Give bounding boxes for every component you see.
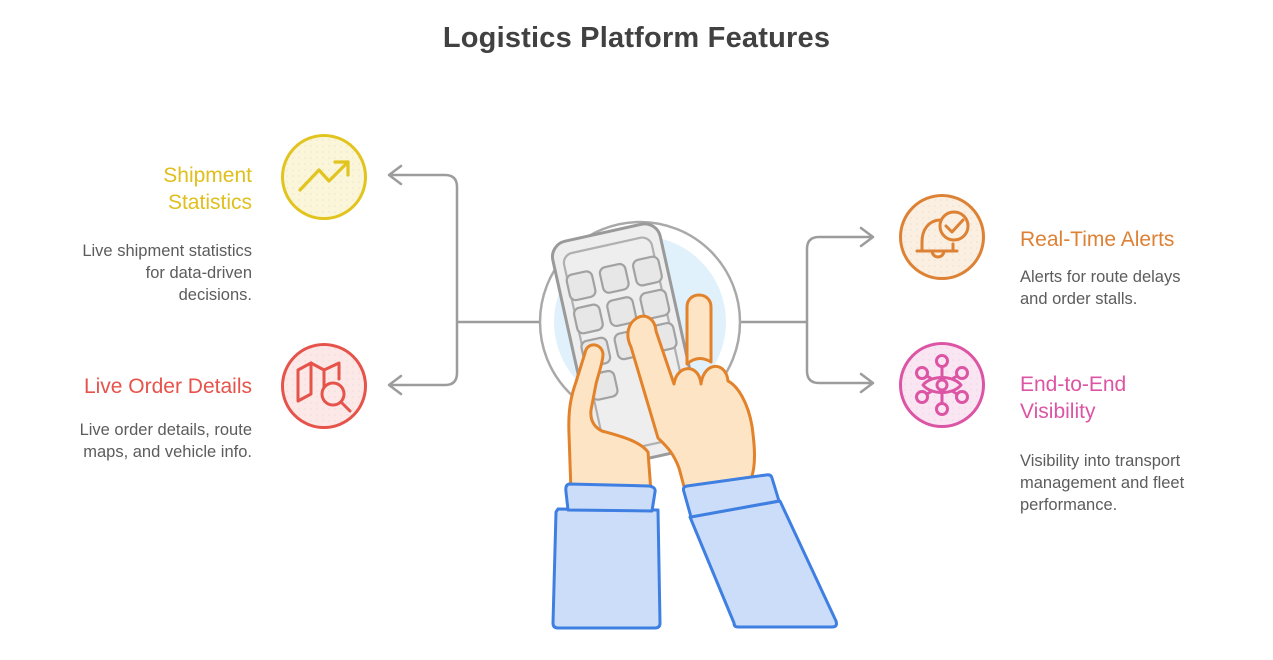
page-title: Logistics Platform Features: [442, 22, 831, 54]
end-to-end-visibility-description: Visibility into transport management and…: [1020, 452, 1185, 514]
live-order-details-description: Live order details, route maps, and vehi…: [79, 421, 252, 461]
right-sleeve: [681, 473, 838, 629]
right-thumb: [685, 293, 713, 366]
hands-tapping-phone-illustration: [538, 220, 838, 630]
left-sleeve-body: [551, 507, 662, 630]
phone: [550, 222, 706, 468]
arrowhead-left-top: [387, 164, 403, 186]
right-sleeve-body: [688, 499, 838, 629]
right-palm: [626, 314, 756, 496]
left-hand: [567, 343, 653, 494]
arrowhead-right-top: [859, 226, 875, 248]
real-time-alerts-title: Real-Time Alerts: [1020, 228, 1175, 251]
arrowhead-right-bottom: [859, 372, 875, 394]
end-to-end-visibility-title: End-to-End Visibility: [1020, 373, 1127, 423]
real-time-alerts-badge[interactable]: [899, 194, 985, 280]
bell-check-icon: [915, 210, 970, 259]
connector-right: [737, 226, 875, 394]
shipment-statistics-title: Shipment Statistics: [163, 164, 252, 214]
arrowhead-left-bottom: [387, 374, 403, 396]
left-sleeve-cuff: [564, 482, 657, 513]
right-sleeve-cuff: [681, 473, 781, 519]
left-sleeve: [551, 482, 662, 630]
live-order-details-badge[interactable]: [281, 343, 367, 429]
end-to-end-visibility-badge[interactable]: [899, 342, 985, 428]
network-eye-icon: [915, 354, 969, 416]
shipment-statistics-badge[interactable]: [281, 134, 367, 220]
live-order-details-title: Live Order Details: [83, 375, 252, 398]
right-hand: [626, 293, 756, 496]
center-circle: [538, 220, 742, 424]
trend-up-icon: [298, 160, 350, 192]
map-search-icon: [296, 361, 352, 413]
connector-left: [387, 164, 543, 396]
shipment-statistics-description: Live shipment statistics for data-driven…: [82, 242, 252, 304]
center-circle-screen-glow: [554, 236, 726, 408]
phone-buttons: [565, 255, 678, 401]
real-time-alerts-description: Alerts for route delays and order stalls…: [1020, 268, 1181, 308]
